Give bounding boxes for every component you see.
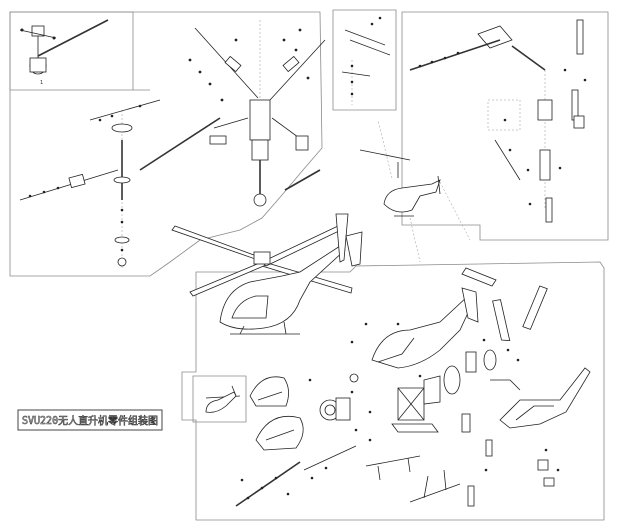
landing-skid-icon <box>235 455 475 507</box>
rotor-head-part-number: 1 <box>40 80 43 86</box>
drawing-title-block: SVU220无人直升机零件组装图 <box>17 409 163 431</box>
fuselage-exploded-icon <box>350 267 591 487</box>
canopy-exploded-icon <box>249 376 304 451</box>
tail-rotor-panel-border <box>401 11 609 241</box>
mini-helicopter-icon <box>205 385 241 413</box>
drawing-title: SVU220无人直升机零件组装图 <box>22 414 158 427</box>
callout-lead-1 <box>377 119 393 179</box>
mini-helicopter-panel-border <box>192 375 247 423</box>
callout-lead-2 <box>409 217 421 263</box>
callout-lead-3 <box>439 181 471 241</box>
main-rotor-hub-exploded-icon <box>139 20 326 207</box>
rotor-head-exploded-icon: 1 <box>19 19 109 86</box>
helicopter-overview-icon <box>359 149 441 217</box>
helicopter-assembled-icon <box>171 213 363 335</box>
engine-exploded-icon <box>303 373 441 471</box>
small-detail-panel-border <box>332 9 397 111</box>
main-rotor-panel-border <box>9 11 323 277</box>
swashplate-exploded-icon <box>19 99 161 270</box>
title-frame <box>17 409 163 431</box>
fuselage-panel-border <box>181 261 605 521</box>
rod-linkage-detail-icon <box>341 16 391 105</box>
tail-rotor-exploded-icon <box>409 19 587 223</box>
rotor-head-panel-border <box>9 11 150 91</box>
